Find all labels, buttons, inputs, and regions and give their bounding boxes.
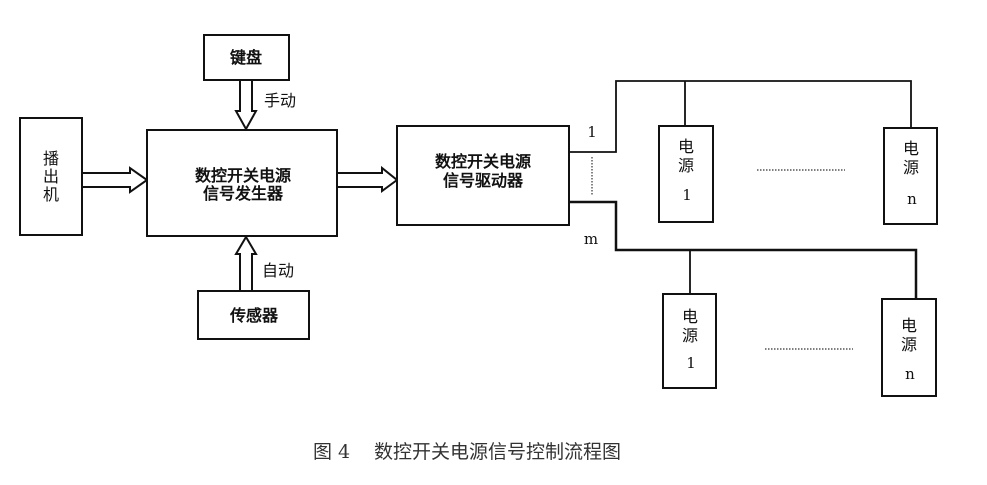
power-index: 1 xyxy=(682,186,692,204)
generator-box xyxy=(146,129,338,237)
power-box xyxy=(662,293,717,389)
driver-box xyxy=(396,125,570,226)
power-label-1: 电 xyxy=(901,316,917,335)
power-box xyxy=(881,298,937,397)
player-label-3: 机 xyxy=(43,185,59,204)
power-label-2: 源 xyxy=(678,156,694,175)
generator-label-2: 信号发生器 xyxy=(203,184,284,203)
player-label-2: 出 xyxy=(43,167,59,186)
keyboard-node: 键盘 xyxy=(203,34,290,81)
arrow-sensor-to-generator xyxy=(234,235,258,292)
power-label-1: 电 xyxy=(682,307,698,326)
player-node: 播 出 机 xyxy=(19,117,83,236)
player-label-1: 播 xyxy=(43,149,59,168)
driver-label-2: 信号驱动器 xyxy=(443,171,524,190)
power-label-1: 电 xyxy=(678,137,694,156)
power-unit-1-last: 电 源 n xyxy=(883,127,938,225)
auto-label: 自动 xyxy=(262,261,294,280)
power-unit-m-first: 电 源 1 xyxy=(662,293,717,389)
arrow-keyboard-to-generator xyxy=(234,79,258,132)
power-box xyxy=(883,127,938,225)
sensor-box xyxy=(197,290,310,340)
sensor-label: 传感器 xyxy=(229,306,279,325)
generator-node: 数控开关电源 信号发生器 xyxy=(146,129,338,237)
power-label-2: 源 xyxy=(901,335,917,354)
power-label-2: 源 xyxy=(682,326,698,345)
power-group-m: 电 源 1 电 源 n xyxy=(662,293,937,397)
arrow-generator-to-driver xyxy=(336,165,399,193)
arrow-player-to-generator xyxy=(81,166,149,194)
power-box xyxy=(658,125,714,223)
power-label-1: 电 xyxy=(903,139,919,158)
channel-last-label: m xyxy=(584,230,598,248)
power-index: n xyxy=(907,190,917,208)
sensor-node: 传感器 xyxy=(197,290,310,340)
power-group-1: 电 源 1 电 源 n xyxy=(658,125,938,225)
figure-number: 图 4 xyxy=(313,441,350,463)
channel-first-label: 1 xyxy=(587,123,597,141)
power-unit-m-last: 电 源 n xyxy=(881,298,937,397)
driver-node: 数控开关电源 信号驱动器 xyxy=(396,125,570,226)
channel-1-wire xyxy=(569,80,912,153)
keyboard-label: 键盘 xyxy=(229,48,262,67)
player-box xyxy=(19,117,83,236)
power-index: n xyxy=(905,365,915,383)
power-label-2: 源 xyxy=(903,158,919,177)
figure-caption: 数控开关电源信号控制流程图 xyxy=(374,441,621,463)
driver-label-1: 数控开关电源 xyxy=(435,152,531,171)
power-unit-1-first: 电 源 1 xyxy=(658,125,714,223)
manual-label: 手动 xyxy=(264,91,296,110)
power-index: 1 xyxy=(686,354,696,372)
generator-label-1: 数控开关电源 xyxy=(195,166,291,185)
channel-m-wire xyxy=(569,200,918,299)
